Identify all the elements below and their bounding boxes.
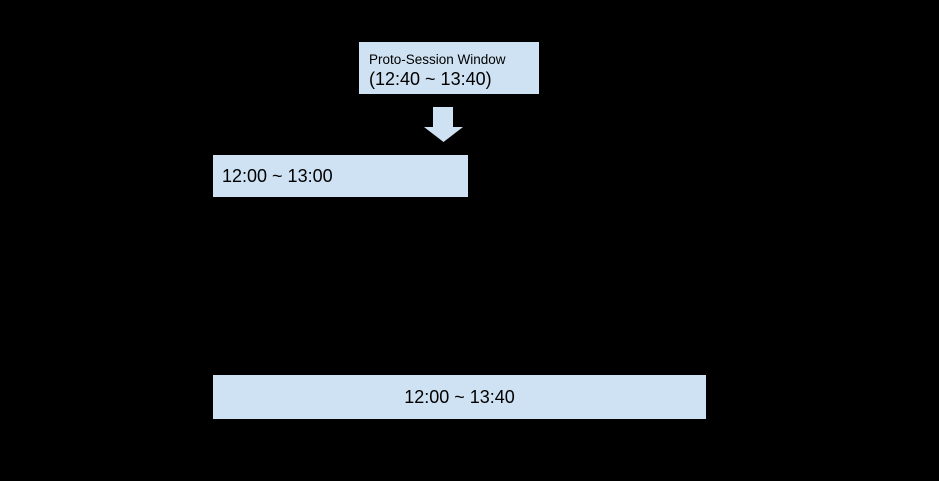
merged-session-box: 12:00 ~ 13:40	[213, 375, 706, 419]
proto-session-window-box: Proto-Session Window (12:40 ~ 13:40)	[359, 42, 539, 94]
session-a-label: 12:00 ~ 13:00	[222, 165, 333, 186]
session-a-box: 12:00 ~ 13:00	[213, 155, 468, 197]
proto-session-window-title: Proto-Session Window	[369, 52, 506, 67]
proto-session-window-range: (12:40 ~ 13:40)	[369, 69, 492, 89]
merged-session-label: 12:00 ~ 13:40	[404, 386, 515, 407]
down-arrow-icon	[424, 107, 463, 142]
